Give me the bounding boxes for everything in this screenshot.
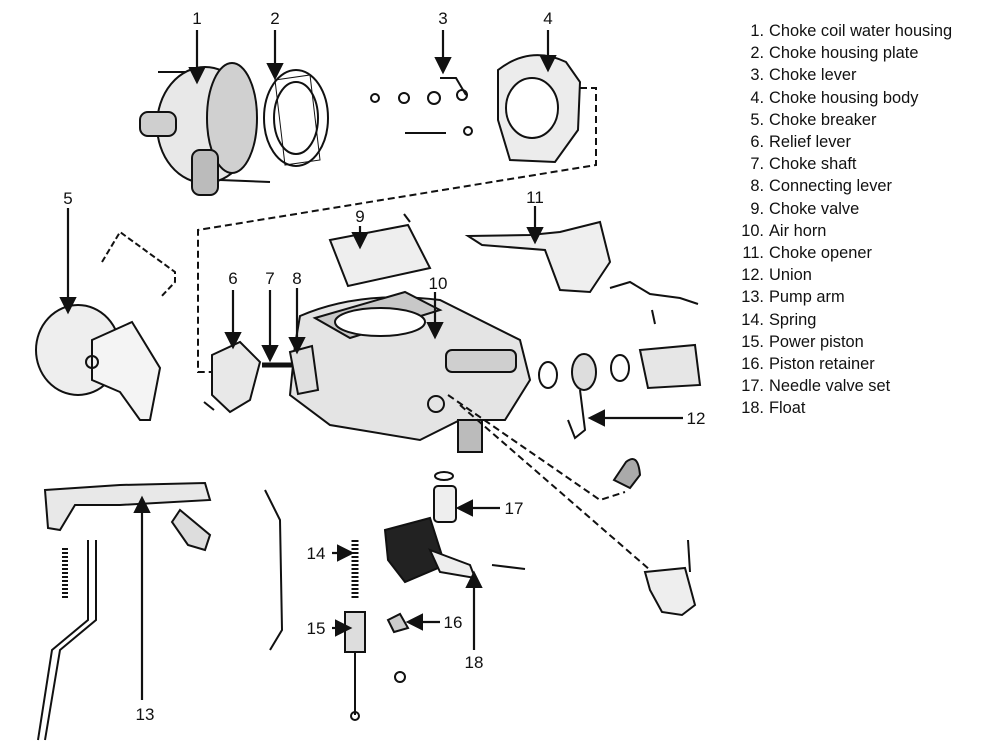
legend-label: Air horn [769,221,827,240]
legend-label: Piston retainer [769,355,875,374]
choke-valve-part [328,213,432,288]
legend-number: 4. [750,88,764,107]
legend-item: 15. Power piston [734,331,996,353]
carburetor-body-part [288,290,532,453]
callout-9: 9 [355,207,364,226]
legend-item: 4. Choke housing body [734,87,996,109]
legend-label: Choke housing plate [769,44,919,63]
pump-arm-part [37,481,284,741]
callout-1: 1 [192,9,201,28]
callout-16: 16 [444,613,463,632]
legend-number: 2. [750,44,764,63]
legend-label: Connecting lever [769,177,893,196]
legend-item: 17. Needle valve set [734,375,996,397]
legend-number: 16. [741,355,764,374]
callout-15: 15 [307,619,326,638]
float-part [383,516,526,584]
needle-valve-set-part [433,471,457,523]
legend-item: 6. Relief lever [734,131,996,153]
legend-number: 18. [741,399,764,418]
callout-7: 7 [265,269,274,288]
legend-item: 16. Piston retainer [734,353,996,375]
legend-label: Choke housing body [769,88,919,107]
legend-number: 14. [741,310,764,329]
callout-12: 12 [687,409,706,428]
legend-item: 3. Choke lever [734,64,996,86]
legend-label: Union [769,266,812,285]
legend-label: Pump arm [769,288,845,307]
legend-number: 12. [741,266,764,285]
legend-number: 8. [750,177,764,196]
legend-label: Choke lever [769,66,857,85]
choke-housing-plate-part [263,69,329,167]
callout-10: 10 [429,274,448,293]
legend-label: Relief lever [769,133,851,152]
legend-item: 10. Air horn [734,220,996,242]
parts-legend: 1. Choke coil water housing 2. Choke housi… [734,20,996,420]
choke-housing-body-part [497,54,582,164]
legend-item: 7. Choke shaft [734,153,996,175]
legend-label: Choke breaker [769,110,877,129]
choke-opener-part [464,220,699,325]
legend-number: 3. [750,66,764,85]
legend-item: 13. Pump arm [734,286,996,308]
legend-item: 9. Choke valve [734,198,996,220]
callout-3: 3 [438,9,447,28]
legend-number: 17. [741,377,764,396]
callout-13: 13 [136,705,155,724]
legend-number: 11. [742,244,764,263]
legend-number: 15. [741,332,764,351]
callout-6: 6 [228,269,237,288]
legend-item: 5. Choke breaker [734,109,996,131]
legend-number: 7. [750,155,764,174]
callout-11: 11 [526,188,544,207]
choke-breaker-part [35,230,176,421]
legend-number: 6. [750,133,764,152]
choke-lever-part [370,77,473,136]
callout-4: 4 [543,9,552,28]
legend-item: 11. Choke opener [734,242,996,264]
legend-item: 12. Union [734,264,996,286]
legend-label: Spring [769,310,817,329]
callout-2: 2 [270,9,279,28]
legend-item: 2. Choke housing plate [734,42,996,64]
legend-item: 18. Float [734,397,996,419]
legend-item: 1. Choke coil water housing [734,20,996,42]
legend-label: Needle valve set [769,377,891,396]
legend-label: Float [769,399,806,418]
callout-8: 8 [292,269,301,288]
callout-14: 14 [307,544,326,563]
legend-item: 8. Connecting lever [734,175,996,197]
callout-18: 18 [465,653,484,672]
legend-item: 14. Spring [734,309,996,331]
legend-label: Choke shaft [769,155,857,174]
legend-number: 13. [741,288,764,307]
relief-lever-part [203,340,262,414]
legend-number: 5. [750,110,764,129]
union-part [538,343,702,490]
callout-17: 17 [505,499,524,518]
legend-label: Power piston [769,332,864,351]
choke-coil-water-housing-part [139,62,271,196]
piston-retainer-part [386,612,410,683]
callout-5: 5 [63,189,72,208]
legend-label: Choke opener [769,244,872,263]
legend-number: 1. [750,22,764,40]
legend-label: Choke coil water housing [769,22,953,40]
small-lever-part [643,539,697,617]
legend-number: 10. [741,221,764,240]
legend-label: Choke valve [769,199,860,218]
legend-number: 9. [750,199,764,218]
